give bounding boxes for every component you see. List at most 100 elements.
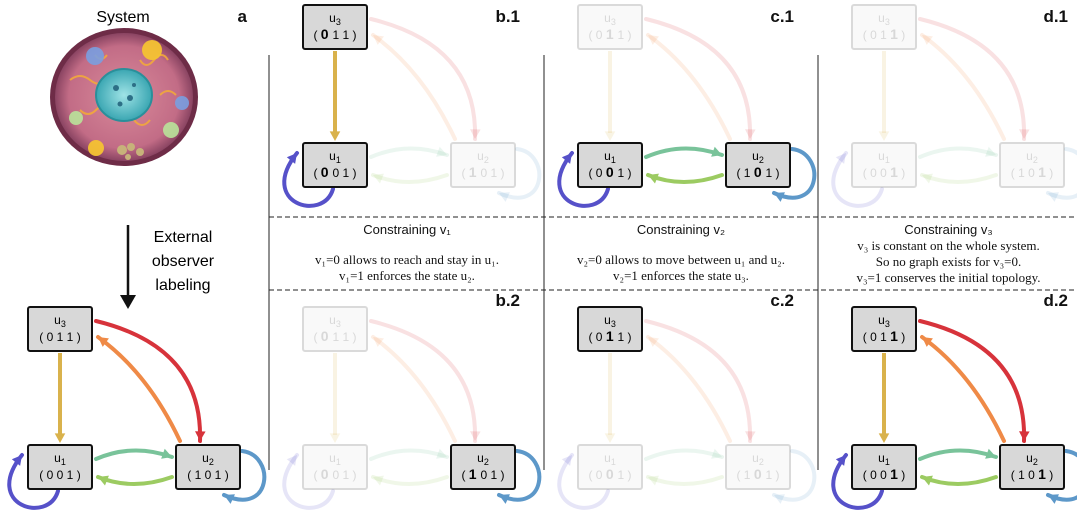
edge-u1-self (831, 151, 884, 208)
state-vector: ( 0 1 1 ) (588, 26, 631, 42)
state-name: u3 (54, 313, 66, 329)
caption-line: So no graph exists for v₃=0. (875, 254, 1022, 269)
panel-label-a: a (238, 7, 248, 26)
state-vector: ( 1 0 1 ) (461, 164, 504, 180)
edge-u2-self (1046, 147, 1077, 200)
arrowhead (604, 131, 616, 141)
edge-u2-u1 (646, 173, 724, 184)
state-name: u2 (202, 451, 214, 467)
arrowhead (604, 433, 616, 443)
state-vector: ( 0 1 1 ) (313, 26, 356, 42)
state-node-u1: u1( 0 0 1 ) (851, 444, 917, 490)
panel-label-d2: d.2 (1043, 291, 1068, 310)
edge-u1-u2 (918, 146, 998, 159)
state-node-u1: u1( 0 0 1 ) (577, 142, 643, 188)
edge-u1-u2 (369, 448, 449, 461)
state-name: u3 (329, 313, 341, 329)
edge-u2-self (497, 449, 542, 502)
observer-label: External observer labeling (152, 229, 215, 294)
arrowhead (329, 131, 341, 141)
state-vector: ( 0 0 1 ) (863, 466, 906, 482)
arrowhead (161, 448, 172, 459)
arrowhead (98, 475, 109, 486)
arrowhead (745, 129, 756, 139)
graph-c2: u3( 0 1 1 )u1( 0 0 1 )u2( 1 0 1 ) (557, 306, 817, 510)
edge-u1-u2 (918, 448, 998, 461)
state-node-u2: u2( 1 0 1 ) (725, 444, 791, 490)
edge-u1-self (557, 151, 610, 208)
state-name: u1 (329, 451, 341, 467)
state-vector: ( 0 0 1 ) (588, 164, 631, 180)
state-node-u1: u1( 0 0 1 ) (27, 444, 93, 490)
edge-u2-u3 (920, 335, 1006, 443)
state-name: u3 (329, 11, 341, 27)
edge-u1-u2 (644, 146, 724, 159)
arrowhead (922, 35, 933, 45)
arrowhead (436, 146, 447, 157)
panel-label-d1: d.1 (1043, 7, 1068, 26)
arrowhead (98, 337, 109, 347)
state-name: u1 (604, 451, 616, 467)
state-node-u1: u1( 0 0 1 ) (302, 142, 368, 188)
arrowhead (648, 35, 659, 45)
edge-u3-u2 (369, 17, 478, 141)
state-vector: ( 0 0 1 ) (863, 164, 906, 180)
edge-u1-self (282, 453, 335, 510)
edge-u2-u1 (920, 475, 998, 486)
state-vector: ( 1 0 1 ) (187, 468, 228, 482)
state-node-u1: u1( 0 0 1 ) (302, 444, 368, 490)
state-name: u3 (604, 313, 616, 329)
arrowhead (711, 146, 722, 157)
edge-u1-u2 (644, 448, 724, 461)
caption-line: v₂=1 enforces the state u₃. (613, 268, 749, 283)
edge-u2-u1 (371, 173, 449, 184)
edge-u2-self (497, 147, 542, 200)
arrowhead (329, 433, 341, 443)
state-node-u3: u3( 0 1 1 ) (851, 4, 917, 50)
state-name: u2 (477, 149, 489, 165)
state-name: u3 (604, 11, 616, 27)
arrowhead (286, 153, 297, 164)
arrowhead (1048, 192, 1059, 202)
caption-title: Constraining v₃ (904, 222, 993, 237)
caption-line: v₃ is constant on the whole system. (857, 238, 1040, 253)
arrowhead (195, 431, 206, 441)
system-title: System (96, 9, 149, 26)
arrowhead (648, 173, 659, 184)
state-name: u2 (477, 451, 489, 467)
panel-label-c2: c.2 (770, 291, 794, 310)
state-vector: ( 1 0 1 ) (1011, 164, 1054, 180)
state-node-u3: u3( 0 1 1 ) (577, 4, 643, 50)
observer-label-line: observer (152, 253, 215, 270)
arrowhead (470, 431, 481, 441)
arrowhead (470, 129, 481, 139)
panel-label-b1: b.1 (495, 7, 520, 26)
edge-u1-self (557, 453, 610, 510)
state-vector: ( 1 0 1 ) (736, 164, 779, 180)
state-graphs: u3( 0 1 1 )u1( 0 0 1 )u2( 1 0 1 )u3( 0 1… (7, 4, 1077, 510)
state-vector: ( 0 1 1 ) (313, 328, 356, 344)
edge-u3-u2 (644, 319, 753, 443)
state-vector: ( 1 0 1 ) (461, 466, 504, 482)
panel-label-c1: c.1 (770, 7, 794, 26)
state-node-u3: u3( 0 1 1 ) (302, 306, 368, 352)
edge-u1-u2 (369, 146, 449, 159)
observer-label-line: labeling (155, 277, 210, 294)
graph-a: u3( 0 1 1 ) u1( 0 0 1 ) u2( 1 0 1 ) (7, 306, 267, 510)
arrowhead (54, 433, 66, 443)
arrowhead (985, 448, 996, 459)
state-name: u3 (878, 313, 890, 329)
caption-line: v₂=0 allows to move between u₁ and u₂. (577, 252, 785, 267)
edge-u2-u1 (371, 475, 449, 486)
state-node-u2: u2( 1 0 1 ) (450, 142, 516, 188)
edge-u2-u3 (646, 33, 732, 141)
edge-u2-u3 (646, 335, 732, 443)
edge-u1-self (7, 453, 60, 510)
edge-u2-u1 (646, 475, 724, 486)
arrowhead (648, 337, 659, 347)
observer-label-line: External (154, 229, 213, 246)
state-node-u3: u3( 0 1 1 ) (27, 306, 93, 352)
